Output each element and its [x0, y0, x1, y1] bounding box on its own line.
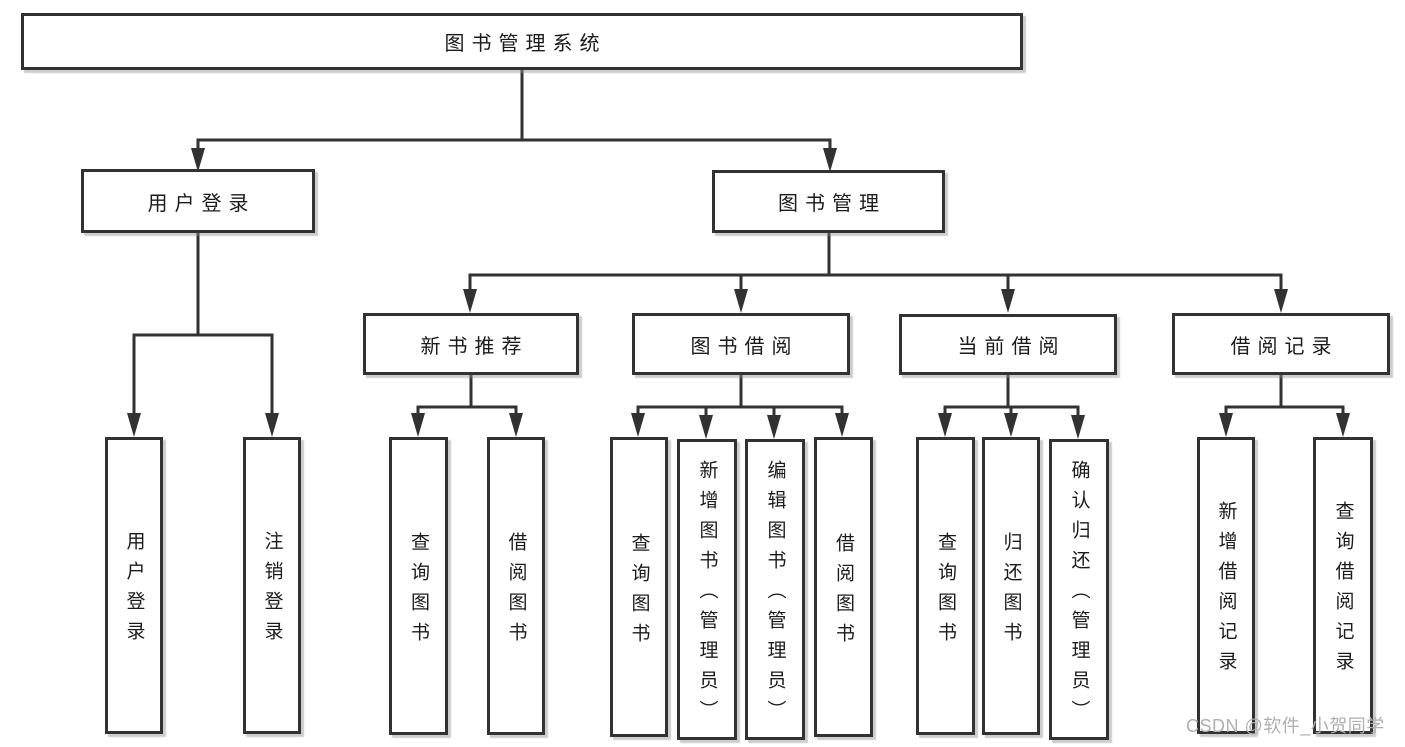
node-book-borrowing-label: 图书借阅: [690, 335, 799, 358]
node-current-borrowing-label: 当前借阅: [957, 336, 1066, 358]
node-root-label: 图书管理系统: [444, 33, 607, 55]
node-new-book-recommend: 新书推荐: [363, 313, 579, 375]
node-leaf-user-login: 用户登录: [105, 437, 163, 734]
node-book-management: 图书管理: [712, 170, 945, 233]
node-borrowing-records: 借阅记录: [1172, 313, 1390, 375]
node-user-login: 用户登录: [81, 169, 315, 233]
node-leaf-add-borrow-record: 新增借阅记录: [1197, 437, 1255, 734]
node-current-borrowing: 当前借阅: [899, 314, 1117, 375]
node-leaf-query-books-borrow: 查询图书: [610, 437, 668, 737]
node-book-management-label: 图书管理: [778, 193, 886, 215]
node-leaf-edit-books-admin: 编辑图书（管理员）: [745, 439, 805, 740]
csdn-watermark: CSDN @软件_小贺同学: [1186, 716, 1385, 736]
arrowheads: [127, 148, 1350, 439]
node-leaf-query-books-current: 查询图书: [916, 437, 975, 735]
node-book-borrowing: 图书借阅: [632, 313, 850, 375]
node-leaf-add-books-admin: 新增图书（管理员）: [677, 439, 737, 740]
node-leaf-borrow-books-recommend: 借阅图书: [487, 437, 545, 735]
node-leaf-logout: 注销登录: [243, 437, 301, 734]
node-leaf-return-books: 归还图书: [982, 437, 1040, 735]
node-leaf-confirm-return-admin: 确认归还（管理员）: [1049, 439, 1109, 740]
node-user-login-label: 用户登录: [147, 192, 256, 215]
node-new-book-recommend-label: 新书推荐: [420, 335, 529, 358]
node-borrowing-records-label: 借阅记录: [1230, 335, 1339, 358]
node-root: 图书管理系统: [21, 13, 1023, 70]
node-leaf-query-books-recommend: 查询图书: [389, 437, 448, 735]
node-leaf-query-borrow-record: 查询借阅记录: [1313, 437, 1373, 734]
node-leaf-borrow-books: 借阅图书: [814, 437, 873, 737]
